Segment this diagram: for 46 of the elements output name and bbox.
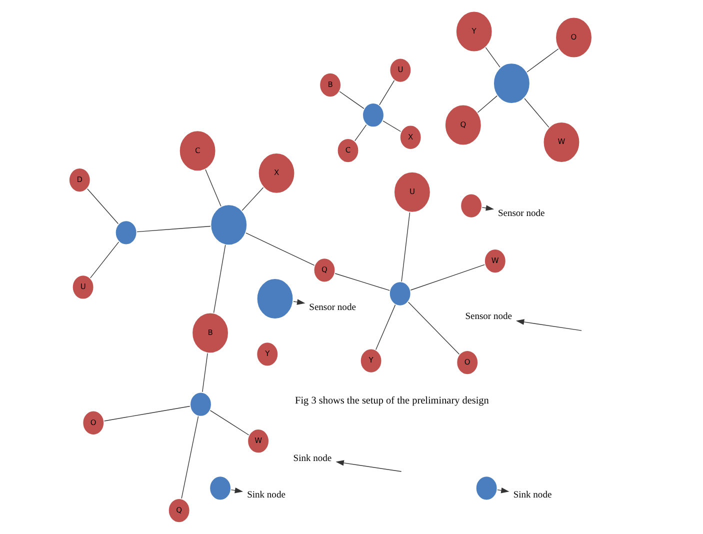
connector bbox=[209, 410, 249, 436]
node-circle bbox=[188, 391, 212, 418]
connector bbox=[526, 48, 558, 72]
node-circle bbox=[388, 280, 412, 307]
arrow bbox=[335, 460, 402, 472]
connector bbox=[382, 120, 401, 132]
node-text: Sensor node bbox=[308, 302, 356, 313]
connector bbox=[204, 169, 221, 207]
arrow bbox=[230, 488, 243, 494]
connector bbox=[378, 80, 394, 106]
connector bbox=[136, 226, 210, 232]
connector bbox=[241, 187, 264, 211]
connector bbox=[408, 302, 460, 355]
node-circle bbox=[474, 475, 498, 502]
connector bbox=[354, 124, 366, 142]
connector bbox=[484, 47, 500, 68]
node-circle bbox=[209, 204, 248, 246]
connector bbox=[180, 416, 198, 499]
connector bbox=[245, 232, 314, 266]
connector bbox=[202, 353, 208, 392]
connector bbox=[334, 273, 390, 291]
node-circle bbox=[459, 192, 482, 219]
connector bbox=[86, 188, 118, 224]
node-text: Sensor node bbox=[464, 312, 512, 322]
connector bbox=[375, 304, 396, 350]
label: Fig 3 shows the setup of the preliminary design bbox=[294, 396, 488, 407]
arrow bbox=[481, 205, 494, 211]
connector bbox=[212, 244, 226, 314]
connector bbox=[90, 242, 119, 278]
connector bbox=[338, 91, 364, 109]
arrow bbox=[515, 319, 582, 331]
node-circle bbox=[492, 62, 530, 104]
node-circle bbox=[114, 220, 138, 246]
node-text: Sink node bbox=[292, 454, 332, 464]
arrow bbox=[292, 299, 305, 305]
node-text: Sensor node bbox=[497, 208, 544, 219]
node-circle bbox=[361, 102, 384, 128]
connector bbox=[400, 212, 410, 282]
connector bbox=[103, 406, 190, 422]
connector bbox=[410, 264, 484, 290]
connector bbox=[524, 98, 549, 128]
node-text: Sink node bbox=[246, 490, 285, 501]
node-circle bbox=[208, 475, 232, 502]
node-text: Sink node bbox=[512, 490, 552, 501]
connector bbox=[476, 95, 497, 113]
node-circle bbox=[255, 278, 294, 320]
